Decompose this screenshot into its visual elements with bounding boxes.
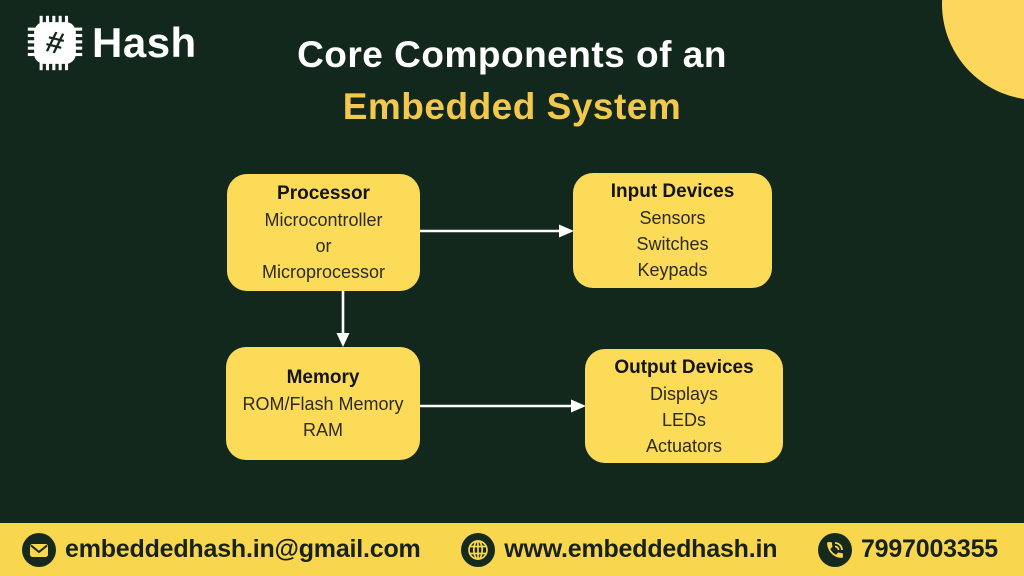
diagram-box-processor: Processor Microcontroller or Microproces…	[227, 174, 420, 291]
phone-icon	[817, 532, 852, 567]
box-line: ROM/Flash Memory	[242, 394, 404, 414]
phone-text: 7997003355	[860, 535, 998, 563]
diagram-box-memory: Memory ROM/Flash Memory RAM	[226, 347, 420, 460]
globe-icon	[461, 532, 496, 567]
title-line-2: Embedded System	[342, 86, 682, 127]
box-title: Memory	[286, 367, 360, 388]
title-line-1: Core Components of an	[297, 34, 727, 75]
brand-name: Hash	[92, 19, 197, 66]
box-line: Keypads	[637, 260, 708, 280]
box-title: Processor	[277, 183, 370, 204]
box-line: LEDs	[661, 409, 706, 430]
contact-phone: 7997003355	[817, 532, 998, 567]
arrow-memory-to-output-icon	[415, 399, 586, 413]
box-title: Input Devices	[610, 181, 735, 202]
box-line: or	[315, 236, 332, 256]
chip-icon: #	[27, 15, 83, 71]
box-line: RAM	[303, 420, 343, 440]
brand-logo: # Hash	[26, 14, 197, 72]
page-title: Core Components of an Embedded System	[0, 36, 1024, 125]
contact-website: www.embeddedhash.in	[461, 532, 778, 567]
contact-footer-bar: embeddedhash.in@gmail.com www.embeddedha…	[0, 523, 1024, 576]
box-line: Displays	[649, 383, 719, 404]
arrow-processor-to-input-icon	[409, 224, 574, 238]
diagram-box-input-devices: Input Devices Sensors Switches Keypads	[573, 173, 772, 288]
box-title: Output Devices	[614, 356, 754, 378]
box-line: Actuators	[645, 435, 723, 456]
box-line: Microprocessor	[261, 262, 386, 282]
arrow-processor-to-memory-icon	[336, 289, 350, 347]
email-text: embeddedhash.in@gmail.com	[65, 535, 421, 563]
box-line: Microcontroller	[264, 210, 383, 230]
envelope-icon	[22, 532, 56, 567]
contact-email: embeddedhash.in@gmail.com	[22, 532, 421, 567]
website-text: www.embeddedhash.in	[504, 535, 778, 563]
diagram-box-output-devices: Output Devices Displays LEDs Actuators	[585, 349, 783, 463]
box-line: Sensors	[639, 208, 706, 228]
box-line: Switches	[636, 234, 709, 254]
